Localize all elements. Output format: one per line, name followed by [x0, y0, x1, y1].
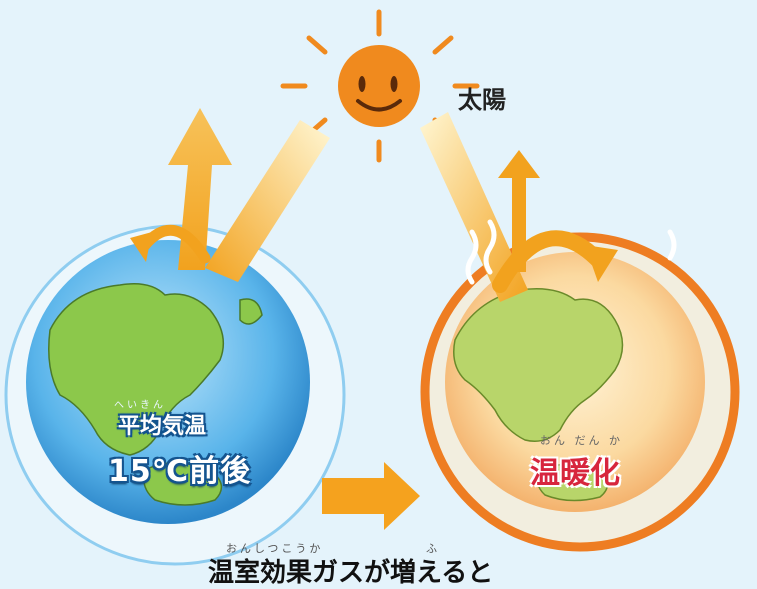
avg-temp-label: 平均気温 — [118, 414, 207, 439]
caption: 温室効果ガスが増えると — [208, 558, 494, 588]
right-trapped-arrowhead — [585, 245, 618, 282]
avg-temp-ruby: へいきん — [114, 400, 166, 411]
caption-ruby-2: ふ — [426, 542, 440, 555]
warming-label: 温暖化 — [530, 456, 620, 491]
right-escaping-heat-arrow — [498, 150, 540, 272]
caption-ruby-1: おんしつこうか — [226, 542, 324, 555]
left-curved-arrow — [139, 224, 211, 264]
incoming-sunlight-left — [205, 120, 330, 282]
transition-arrow — [322, 462, 420, 530]
warming-ruby: おん だん か — [540, 434, 623, 447]
heat-wave-icon — [465, 219, 677, 285]
sun-label: 太陽 — [458, 86, 506, 114]
incoming-sunlight-right — [420, 112, 528, 302]
temp-value: 15℃前後 — [108, 454, 252, 489]
left-earth — [26, 240, 310, 524]
right-earth — [445, 252, 705, 512]
left-curved-arrowhead — [130, 232, 152, 262]
sun-icon — [338, 45, 420, 127]
